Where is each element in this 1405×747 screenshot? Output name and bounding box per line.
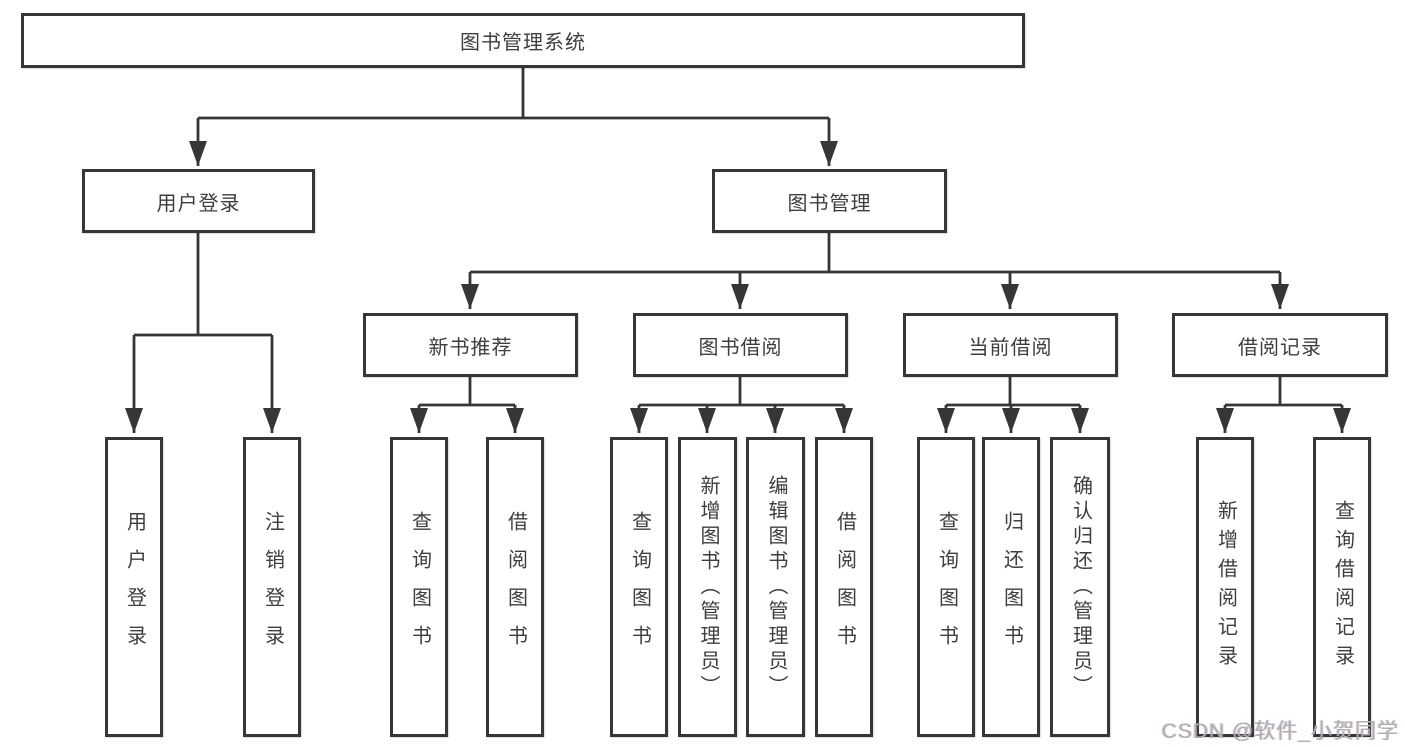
- watermark: CSDN @软件_小贺同学: [1161, 720, 1399, 743]
- connector-borrow-records-branch: [1225, 377, 1342, 407]
- node-user-login: 用户登录: [82, 169, 315, 233]
- leaf-query-books-3: 查询图书: [917, 437, 975, 737]
- leaf-query-borrow-record: 查询借阅记录: [1313, 437, 1371, 737]
- leaf-edit-books-label: 编辑图书（管理员）: [765, 474, 787, 700]
- node-current-borrow-label: 当前借阅: [968, 336, 1053, 359]
- leaf-query-books-3-label: 查询图书: [935, 511, 958, 663]
- leaf-query-books-2: 查询图书: [610, 437, 668, 737]
- leaf-user-login-label: 用户登录: [123, 511, 146, 663]
- leaf-borrow-books-1: 借阅图书: [486, 437, 544, 737]
- leaf-return-books-label: 归还图书: [1000, 511, 1023, 663]
- connector-user-login-branch: [134, 233, 272, 337]
- leaf-query-books-1-label: 查询图书: [408, 511, 431, 663]
- leaf-confirm-return-label: 确认归还（管理员）: [1069, 474, 1092, 700]
- node-new-book-recommend: 新书推荐: [363, 313, 578, 377]
- leaf-confirm-return: 确认归还（管理员）: [1050, 437, 1110, 737]
- node-borrow-records-label: 借阅记录: [1238, 336, 1322, 359]
- connector-current-borrow-branch: [946, 377, 1080, 407]
- node-new-book-recommend-label: 新书推荐: [428, 336, 513, 359]
- leaf-borrow-books-1-label: 借阅图书: [504, 511, 527, 663]
- leaf-borrow-books-2: 借阅图书: [815, 437, 873, 737]
- leaf-add-borrow-record: 新增借阅记录: [1196, 437, 1254, 737]
- node-root-label: 图书管理系统: [460, 32, 586, 54]
- leaf-user-login: 用户登录: [105, 437, 163, 737]
- connector-new-book-recommend-branch: [419, 377, 515, 407]
- node-user-login-label: 用户登录: [156, 192, 241, 215]
- leaf-logout-label: 注销登录: [261, 511, 284, 663]
- leaf-add-books: 新增图书（管理员）: [678, 437, 737, 737]
- leaf-logout: 注销登录: [243, 437, 301, 737]
- connector-book-borrow-branch: [639, 377, 844, 407]
- connector-book-management-branch: [470, 233, 1280, 274]
- connector-root-to-level2: [198, 68, 829, 120]
- node-book-borrow-label: 图书借阅: [698, 336, 783, 359]
- leaf-add-borrow-record-label: 新增借阅记录: [1214, 500, 1237, 674]
- node-book-management-label: 图书管理: [787, 192, 872, 215]
- node-current-borrow: 当前借阅: [903, 313, 1118, 377]
- node-root: 图书管理系统: [21, 13, 1025, 68]
- leaf-query-books-1: 查询图书: [390, 437, 448, 737]
- leaf-query-borrow-record-label: 查询借阅记录: [1331, 500, 1354, 674]
- node-book-management: 图书管理: [712, 169, 947, 233]
- leaf-borrow-books-2-label: 借阅图书: [833, 511, 856, 663]
- leaf-return-books: 归还图书: [982, 437, 1040, 737]
- leaf-query-books-2-label: 查询图书: [628, 511, 651, 663]
- node-book-borrow: 图书借阅: [633, 313, 848, 377]
- leaf-edit-books: 编辑图书（管理员）: [746, 437, 805, 737]
- node-borrow-records: 借阅记录: [1172, 313, 1388, 377]
- leaf-add-books-label: 新增图书（管理员）: [697, 474, 719, 700]
